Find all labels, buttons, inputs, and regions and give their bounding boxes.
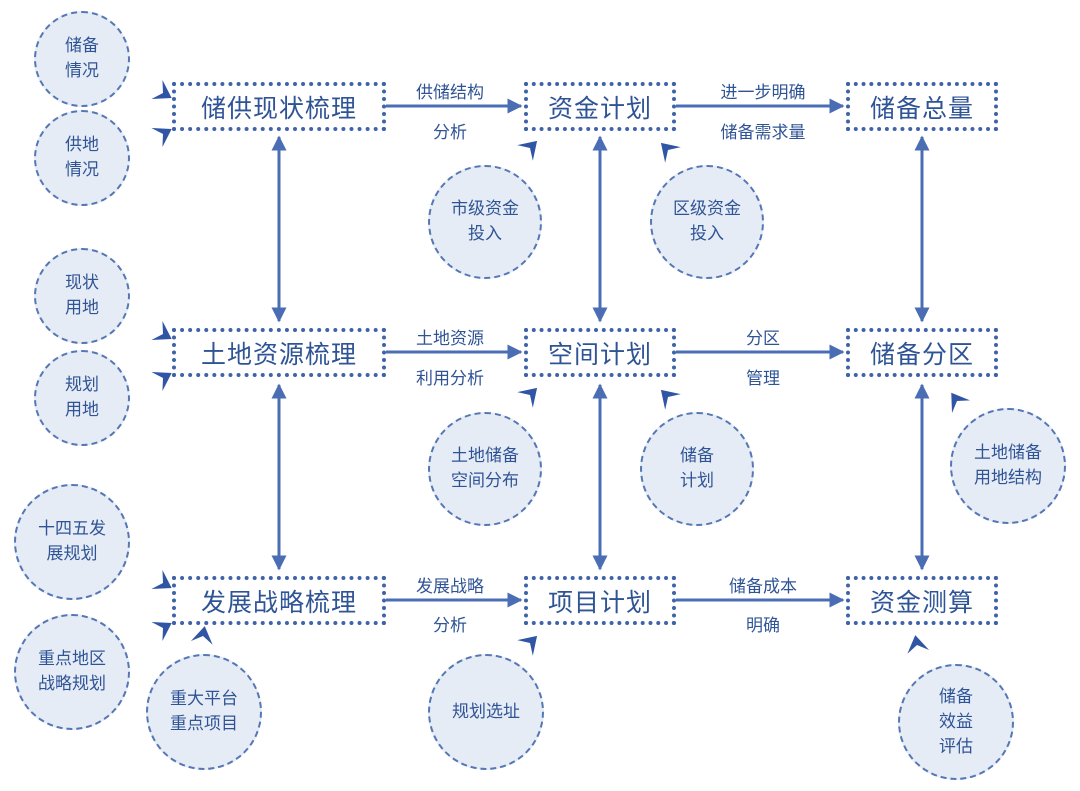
label-r1a-bottom: 分析 [433,123,467,143]
circle-key-area: 重点地区 战略规划 [14,614,130,730]
circle-benefit-eval: 储备 效益 评估 [898,664,1014,780]
label-r3b-bottom: 明确 [746,616,780,636]
circle-text: 现状 用地 [65,273,99,318]
label-r2b-bottom: 管理 [746,369,780,389]
box-land-review: 土地资源梳理 [172,328,386,377]
circle-text: 规划 用地 [65,375,99,420]
input-arrow-icon [151,79,172,100]
circle-text: 规划选址 [452,701,520,722]
circle-site-selection: 规划选址 [428,654,544,770]
circle-text: 供地 情况 [65,135,99,180]
circle-text: 十四五发 展规划 [38,519,106,564]
circle-reserve-plan: 储备 计划 [640,412,754,526]
box-supply-review: 储供现状梳理 [172,82,386,131]
circle-major-platform: 重大平台 重点项目 [146,654,262,770]
input-arrow-icon [151,127,172,148]
label-r2a-bottom: 利用分析 [416,369,484,389]
input-arrow-icon [151,371,172,392]
input-arrow-icon [660,389,681,410]
label-r3a-top: 发展战略 [416,577,484,597]
input-arrow-icon [517,635,538,656]
circle-text: 市级资金 投入 [451,199,519,244]
label-r1b-top: 进一步明确 [720,83,806,103]
circle-text: 储备 情况 [65,36,99,81]
input-arrow-icon [517,387,538,408]
input-arrow-icon [151,569,172,590]
input-arrow-icon [151,320,172,341]
circle-supply-status: 供地 情况 [34,110,130,206]
input-arrow-icon [151,621,172,642]
label-r3a-bottom: 分析 [433,616,467,636]
label-r2a-top: 土地资源 [416,329,484,349]
circle-reserve-space: 土地储备 空间分布 [428,412,542,526]
circle-planned-land: 规划 用地 [34,350,130,446]
box-fund-calc: 资金测算 [846,576,998,625]
circle-reserve-status: 储备 情况 [34,11,130,107]
box-space-plan: 空间计划 [524,328,676,377]
circle-district-fund: 区级资金 投入 [650,165,764,279]
input-arrow-icon [951,392,971,414]
circle-text: 储备 计划 [680,446,714,491]
input-arrow-icon [660,142,681,163]
circle-land-structure: 土地储备 用地结构 [950,408,1066,524]
label-r2b-top: 分区 [746,329,780,349]
circle-plan-145: 十四五发 展规划 [14,484,130,600]
circle-current-land: 现状 用地 [34,248,130,344]
circle-text: 重点地区 战略规划 [38,649,106,694]
circle-text: 重大平台 重点项目 [170,689,238,734]
circle-city-fund: 市级资金 投入 [428,165,542,279]
circle-text: 区级资金 投入 [673,199,741,244]
box-reserve-zone: 储备分区 [846,328,998,377]
label-r1a-top: 供储结构 [416,83,484,103]
box-reserve-total: 储备总量 [846,82,998,131]
label-r1b-bottom: 储备需求量 [720,123,806,143]
circle-text: 土地储备 用地结构 [974,443,1042,488]
input-arrow-icon [907,635,930,654]
box-fund-plan: 资金计划 [524,82,676,131]
box-strategy-review: 发展战略梳理 [172,576,386,625]
circle-text: 土地储备 空间分布 [451,446,519,491]
label-r3b-top: 储备成本 [729,577,797,597]
circle-text: 储备 效益 评估 [939,686,973,757]
input-arrow-icon [190,626,213,645]
input-arrow-icon [517,140,538,161]
box-project-plan: 项目计划 [524,576,676,625]
